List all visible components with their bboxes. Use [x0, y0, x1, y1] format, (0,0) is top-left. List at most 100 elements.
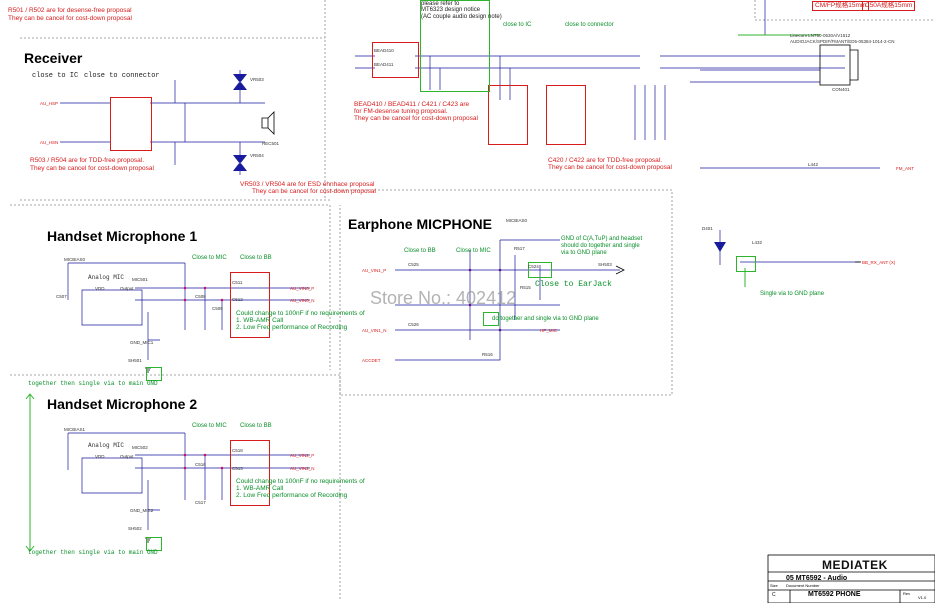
- fm-ant-b-label: BB_RX_ANT (X): [862, 260, 896, 265]
- note-pleaserefer: please refer to: [421, 1, 460, 7]
- note-close-earjack: Close to EarJack: [535, 280, 612, 289]
- note-gnd: GND of C(A,TuP) and headset: [561, 236, 643, 242]
- note-could1c: 2. Low Freq performance of Recording: [236, 324, 348, 331]
- rec501-label: REC501: [262, 141, 280, 146]
- note-do-together: do together and single via to GND plane: [492, 316, 599, 322]
- handset-mic1-title: Handset Microphone 1: [47, 228, 198, 244]
- note-bead: BEAD410 / BEAD411 / C421 / C423 are: [354, 101, 470, 108]
- c525-label: C525: [408, 262, 419, 267]
- accdet-label: ACCDET: [362, 358, 381, 363]
- c517-label: C517: [195, 500, 206, 505]
- vr503-label: VR503: [250, 77, 264, 82]
- d401-label: D401: [702, 226, 713, 231]
- note-r501b: They can be cancel for cost-down proposa…: [8, 15, 132, 22]
- jack-gnd-box: [736, 256, 756, 272]
- note-cm-top2: C50A规格15mm: [862, 1, 916, 11]
- headset-conn2-label: AUDIOJACK/SPDIF/FMANT/ED5-05384-1014-2-C…: [790, 39, 895, 44]
- output2-label: Output: [120, 454, 134, 459]
- c511-label: C511: [232, 280, 243, 285]
- store-watermark: Store No.: 402412: [370, 288, 517, 308]
- au-vin0p-label: AU_VIN0_P: [290, 286, 315, 291]
- r515-label: R515: [520, 285, 531, 290]
- au-vin2n-label: AU_VIN2_N: [290, 466, 315, 471]
- con401-label: CON401: [832, 87, 850, 92]
- sh502-label: SH502: [128, 526, 142, 531]
- au-hsn-label: AU_HSN: [40, 140, 59, 145]
- rev-value: V1.0: [918, 595, 927, 600]
- vdd1-label: VDD: [95, 286, 105, 291]
- r517-label: R517: [514, 246, 525, 251]
- gnd1-box: [146, 367, 162, 381]
- c509-label: C509: [212, 306, 223, 311]
- note-c420: C420 / C422 are for TDD-free proposal.: [548, 157, 663, 164]
- receiver-title: Receiver: [24, 50, 83, 66]
- note-vr503: VR503 / VR504 are for ESD ehnhace propos…: [240, 181, 375, 188]
- note-close-ic-rx: close to IC: [32, 72, 79, 80]
- note-beadb: for FM-desense tuning proposal.: [354, 108, 448, 115]
- gnd-mic1-label: GND_MIC1: [130, 340, 154, 345]
- c526-label: C526: [408, 322, 419, 327]
- c511-c512-box: [230, 272, 270, 338]
- note-mt6323: MT6323 design notice: [421, 7, 481, 13]
- sheet-title: 05 MT6592 - Audio: [786, 575, 848, 582]
- mediatek-logo: MEDIATEK: [822, 558, 888, 572]
- docnum-label: Document Number: [786, 583, 820, 588]
- gnd-mic2-label: GND_MIC2: [130, 508, 154, 513]
- c507-label: C507: [56, 294, 67, 299]
- au-hsp-label: AU_HSP: [40, 101, 59, 106]
- c512-label: C512: [232, 297, 243, 302]
- note-c420b: They can be cancel for cost-down proposa…: [548, 164, 672, 171]
- note-could2c: 2. Low Freq performance of Recording: [236, 492, 348, 499]
- note-could1b: 1. WB-AMR Call: [236, 317, 284, 324]
- fm-ant-label: FM_ANT: [896, 166, 914, 171]
- note-close-ic-top: close to IC: [503, 22, 532, 28]
- note-single-via: Single via to GND plane: [760, 291, 825, 297]
- note-close-bb1: Close to BB: [240, 255, 272, 261]
- size-label: Size: [770, 583, 778, 588]
- size-value: C: [772, 592, 776, 598]
- handset-mic2-title: Handset Microphone 2: [47, 396, 198, 412]
- c513-label: C513: [232, 466, 243, 471]
- bead410-label: BEAD410: [374, 48, 394, 53]
- micbias0-label: MICBIAS0: [64, 257, 86, 262]
- headset-conn-label: Linecom LN750-0530A/V1512: [790, 33, 851, 38]
- micbias1-label: MICBIAS1: [64, 427, 86, 432]
- sh501-label: SH501: [128, 358, 142, 363]
- earmic-gnd-box: [483, 312, 499, 326]
- note-r503: R503 / R504 are for TDD-free proposal.: [30, 157, 145, 164]
- note-close-mic2: Close to MIC: [192, 423, 227, 429]
- c516-label: C516: [195, 462, 206, 467]
- note-close-conn-top: close to connector: [565, 22, 614, 28]
- sh503-label: SH503: [598, 262, 612, 267]
- note-r503b: They can be cancel for cost-down proposa…: [30, 165, 154, 172]
- bead-box: [372, 42, 419, 78]
- micbias0b-label: MICBIAS0: [506, 218, 528, 223]
- note-cm-top: CM/FP规格15mm: [812, 1, 870, 11]
- note-together1: together then single via to main GND: [28, 380, 158, 387]
- vr504-label: VR504: [250, 153, 264, 158]
- note-close-mic1: Close to MIC: [192, 255, 227, 261]
- au-vin1p-label: AU_VIN1_P: [362, 268, 387, 273]
- earjack-gnd-box: [528, 262, 552, 278]
- mic501-label: MIC501: [132, 277, 148, 282]
- r516-label: R516: [482, 352, 493, 357]
- c421-box: [488, 85, 528, 145]
- c516-c513-box: [230, 440, 270, 506]
- output1-label: Output: [120, 286, 134, 291]
- note-close-bb2: Close to BB: [240, 423, 272, 429]
- au-vin1n-label: AU_VIN1_N: [362, 328, 387, 333]
- note-gnd2: should do together and single: [561, 243, 640, 249]
- design-note-box: [420, 0, 490, 92]
- r503-r504-box: [110, 97, 152, 151]
- note-together2: together then single via to main GND: [28, 549, 158, 556]
- rev-label: Rev: [903, 591, 911, 596]
- note-close-conn-rx: close to connector: [84, 72, 160, 80]
- note-close-bb-e: Close to BB: [404, 248, 436, 254]
- mic502-label: MIC502: [132, 445, 148, 450]
- c423-box: [546, 85, 586, 145]
- analog-mic1-label: Analog MIC: [88, 274, 125, 281]
- l432-label: L432: [752, 240, 763, 245]
- note-beadc: They can be cancel for cost-down proposa…: [354, 115, 478, 122]
- bead411-label: BEAD411: [374, 62, 394, 67]
